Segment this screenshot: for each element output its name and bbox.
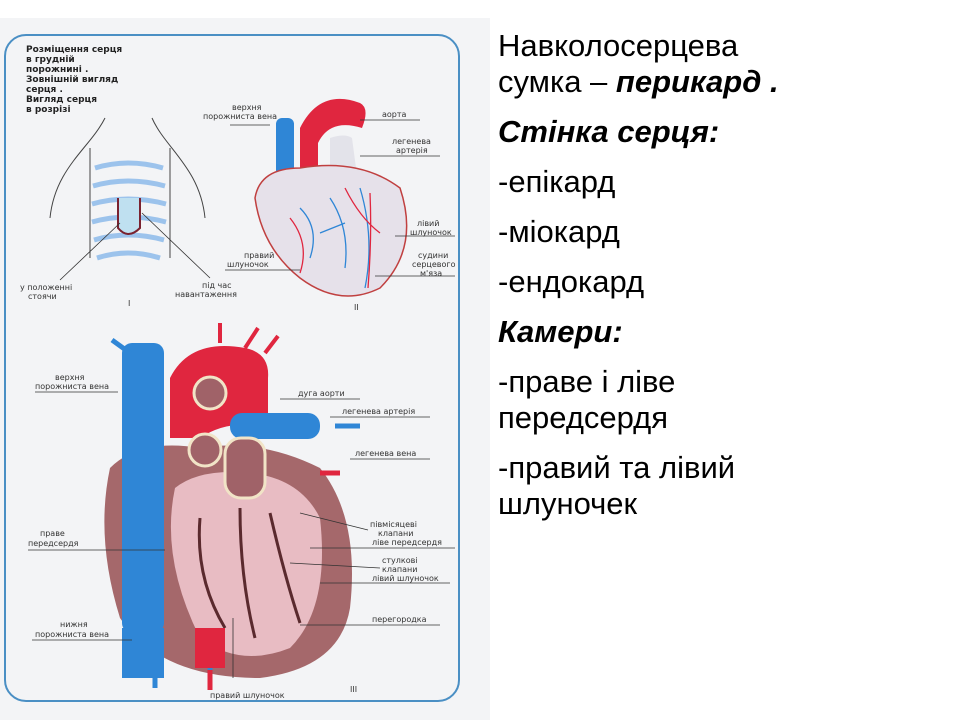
svg-text:серцевого: серцевого bbox=[412, 260, 456, 269]
svg-text:порожнині .: порожнині . bbox=[26, 64, 88, 75]
chamber-ventricles: -правий та лівий шлуночек bbox=[498, 450, 958, 522]
panel-ii-external-heart: верхня порожниста вена аорта легенева ар… bbox=[203, 98, 456, 312]
svg-text:навантаження: навантаження bbox=[175, 290, 237, 299]
svg-text:шлуночок: шлуночок bbox=[227, 260, 269, 269]
svg-text:артерія: артерія bbox=[396, 146, 428, 155]
svg-text:I: I bbox=[128, 299, 130, 308]
list-item: -праве і ліве bbox=[498, 364, 676, 399]
svg-text:II: II bbox=[354, 303, 359, 312]
svg-text:стулкові: стулкові bbox=[382, 556, 418, 565]
svg-text:в грудній: в грудній bbox=[26, 54, 75, 65]
svg-text:клапани: клапани bbox=[378, 529, 413, 538]
wall-layer-epicardium: -епікард bbox=[498, 164, 958, 200]
svg-text:правий шлуночок: правий шлуночок bbox=[210, 691, 285, 700]
svg-text:верхня: верхня bbox=[232, 103, 262, 112]
svg-text:лівий шлуночок: лівий шлуночок bbox=[372, 574, 439, 583]
svg-text:передсердя: передсердя bbox=[28, 539, 79, 548]
svg-text:праве: праве bbox=[40, 529, 65, 538]
svg-text:в розрізі: в розрізі bbox=[26, 104, 71, 115]
svg-text:III: III bbox=[350, 685, 357, 694]
chambers-heading: Камери: bbox=[498, 314, 623, 349]
slide-text: Навколосерцева сумка – перикард . Стінка… bbox=[498, 28, 958, 536]
svg-text:легенева: легенева bbox=[392, 137, 431, 146]
svg-text:порожниста вена: порожниста вена bbox=[203, 112, 277, 121]
svg-text:судини: судини bbox=[418, 251, 448, 260]
svg-text:шлуночок: шлуночок bbox=[410, 228, 452, 237]
svg-text:порожниста вена: порожниста вена bbox=[35, 630, 109, 639]
svg-text:порожниста вена: порожниста вена bbox=[35, 382, 109, 391]
svg-text:клапани: клапани bbox=[382, 565, 417, 574]
list-item: -епікард bbox=[498, 164, 616, 199]
svg-text:серця .: серця . bbox=[26, 85, 63, 95]
intro-line-2-plain: сумка – bbox=[498, 64, 616, 99]
heart-illustration: Розміщення серця в грудній порожнині . З… bbox=[20, 44, 456, 700]
heart-anatomy-figure: Розміщення серця в грудній порожнині . З… bbox=[0, 18, 490, 720]
pericardium-paragraph: Навколосерцева сумка – перикард . bbox=[498, 28, 958, 100]
svg-text:аорта: аорта bbox=[382, 110, 407, 119]
svg-text:лівий: лівий bbox=[417, 219, 439, 228]
svg-text:м'яза: м'яза bbox=[420, 269, 442, 278]
wall-heading-para: Стінка серця: bbox=[498, 114, 958, 150]
svg-text:перегородка: перегородка bbox=[372, 615, 427, 624]
wall-heading: Стінка серця: bbox=[498, 114, 720, 149]
svg-text:нижня: нижня bbox=[60, 620, 88, 629]
svg-text:легенева вена: легенева вена bbox=[355, 449, 416, 458]
svg-text:під час: під час bbox=[202, 281, 232, 290]
svg-text:легенева артерія: легенева артерія bbox=[342, 407, 415, 416]
svg-text:Зовнішній вигляд: Зовнішній вигляд bbox=[26, 74, 118, 85]
list-item-continued: шлуночек bbox=[498, 486, 638, 521]
list-item-continued: передсердя bbox=[498, 400, 669, 435]
svg-text:Вигляд серця: Вигляд серця bbox=[26, 95, 97, 105]
wall-layer-endocardium: -ендокард bbox=[498, 264, 958, 300]
wall-layer-myocardium: -міокард bbox=[498, 214, 958, 250]
svg-text:ліве передсердя: ліве передсердя bbox=[372, 538, 442, 547]
list-item: -міокард bbox=[498, 214, 620, 249]
svg-text:півмісяцеві: півмісяцеві bbox=[370, 520, 417, 529]
svg-text:верхня: верхня bbox=[55, 373, 85, 382]
chambers-heading-para: Камери: bbox=[498, 314, 958, 350]
list-item: -правий та лівий bbox=[498, 450, 736, 485]
list-item: -ендокард bbox=[498, 264, 645, 299]
panel-iii-heart-section: верхня порожниста вена дуга аорти легене… bbox=[28, 323, 455, 700]
intro-line-1: Навколосерцева bbox=[498, 28, 739, 63]
pericardium-term: перикард . bbox=[615, 64, 779, 99]
figure-frame bbox=[4, 34, 460, 702]
svg-text:Розміщення серця: Розміщення серця bbox=[26, 44, 122, 55]
svg-text:стоячи: стоячи bbox=[28, 292, 57, 301]
svg-text:правий: правий bbox=[244, 251, 274, 260]
intro-line-2: сумка – перикард . bbox=[498, 64, 958, 100]
chamber-atria: -праве і ліве передсердя bbox=[498, 364, 958, 436]
svg-text:у положенні: у положенні bbox=[20, 283, 72, 292]
panel-i-torso: у положенні стоячи під час навантаження … bbox=[20, 117, 237, 308]
svg-text:дуга аорти: дуга аорти bbox=[298, 389, 345, 398]
